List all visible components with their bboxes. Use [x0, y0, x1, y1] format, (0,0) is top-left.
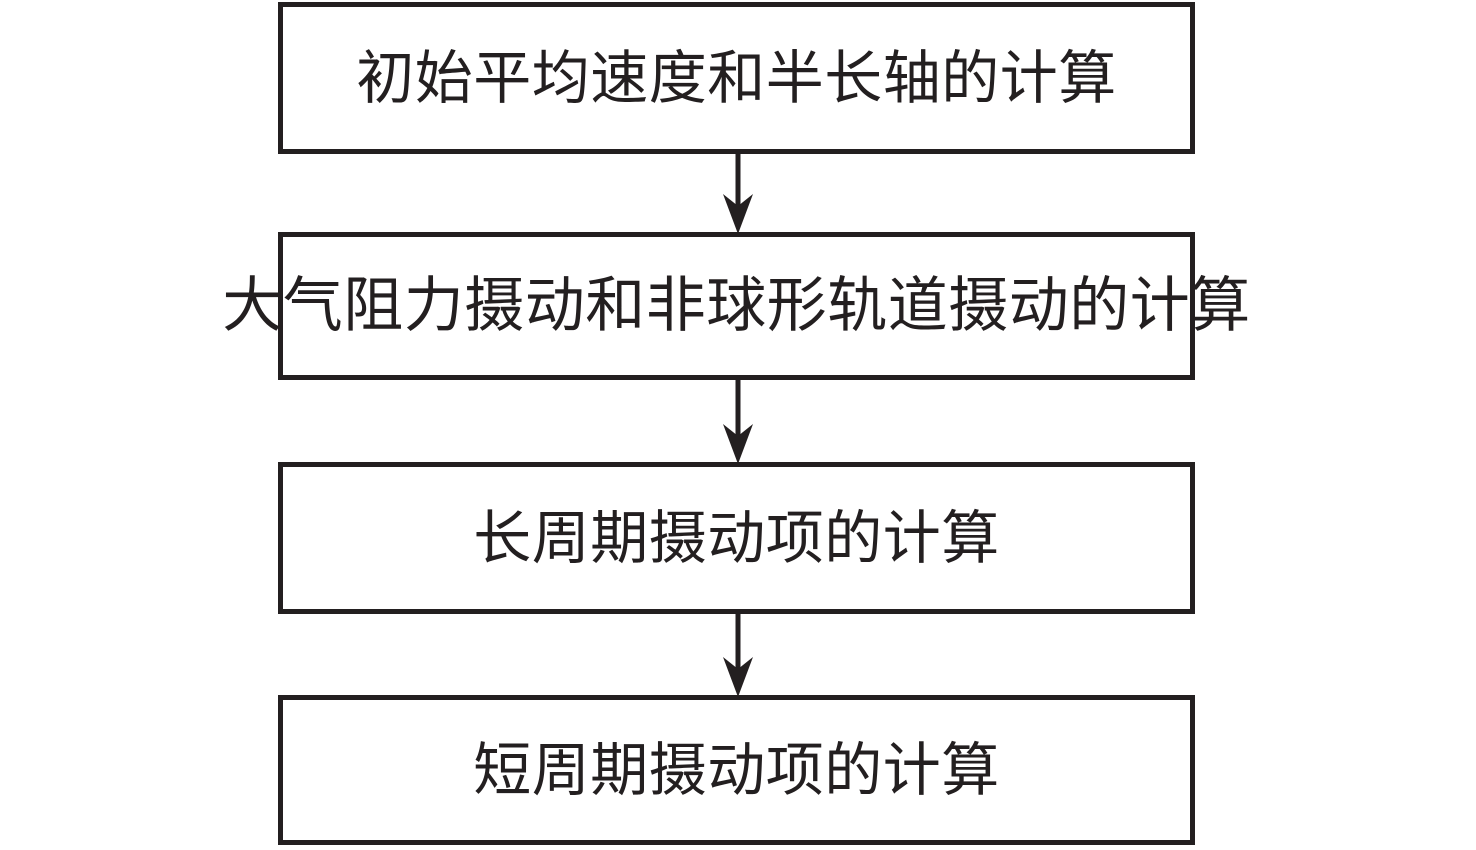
flowchart-node-4: 短周期摄动项的计算 — [278, 695, 1195, 845]
flowchart-node-3: 长周期摄动项的计算 — [278, 462, 1195, 614]
flowchart-node-2-label: 大气阻力摄动和非球形轨道摄动的计算 — [222, 271, 1251, 341]
flowchart-connector-3-arrow-down — [713, 612, 763, 697]
flowchart-connector-2-arrow-down — [713, 378, 763, 464]
flowchart-connector-1-arrow-down — [713, 152, 763, 234]
flowchart-node-4-label: 短周期摄动项的计算 — [473, 736, 1000, 804]
flowchart-node-1-label: 初始平均速度和半长轴的计算 — [356, 44, 1117, 112]
flowchart-node-3-label: 长周期摄动项的计算 — [473, 504, 1000, 572]
flowchart-node-1: 初始平均速度和半长轴的计算 — [278, 2, 1195, 154]
flowchart-node-2: 大气阻力摄动和非球形轨道摄动的计算 — [222, 232, 1250, 380]
